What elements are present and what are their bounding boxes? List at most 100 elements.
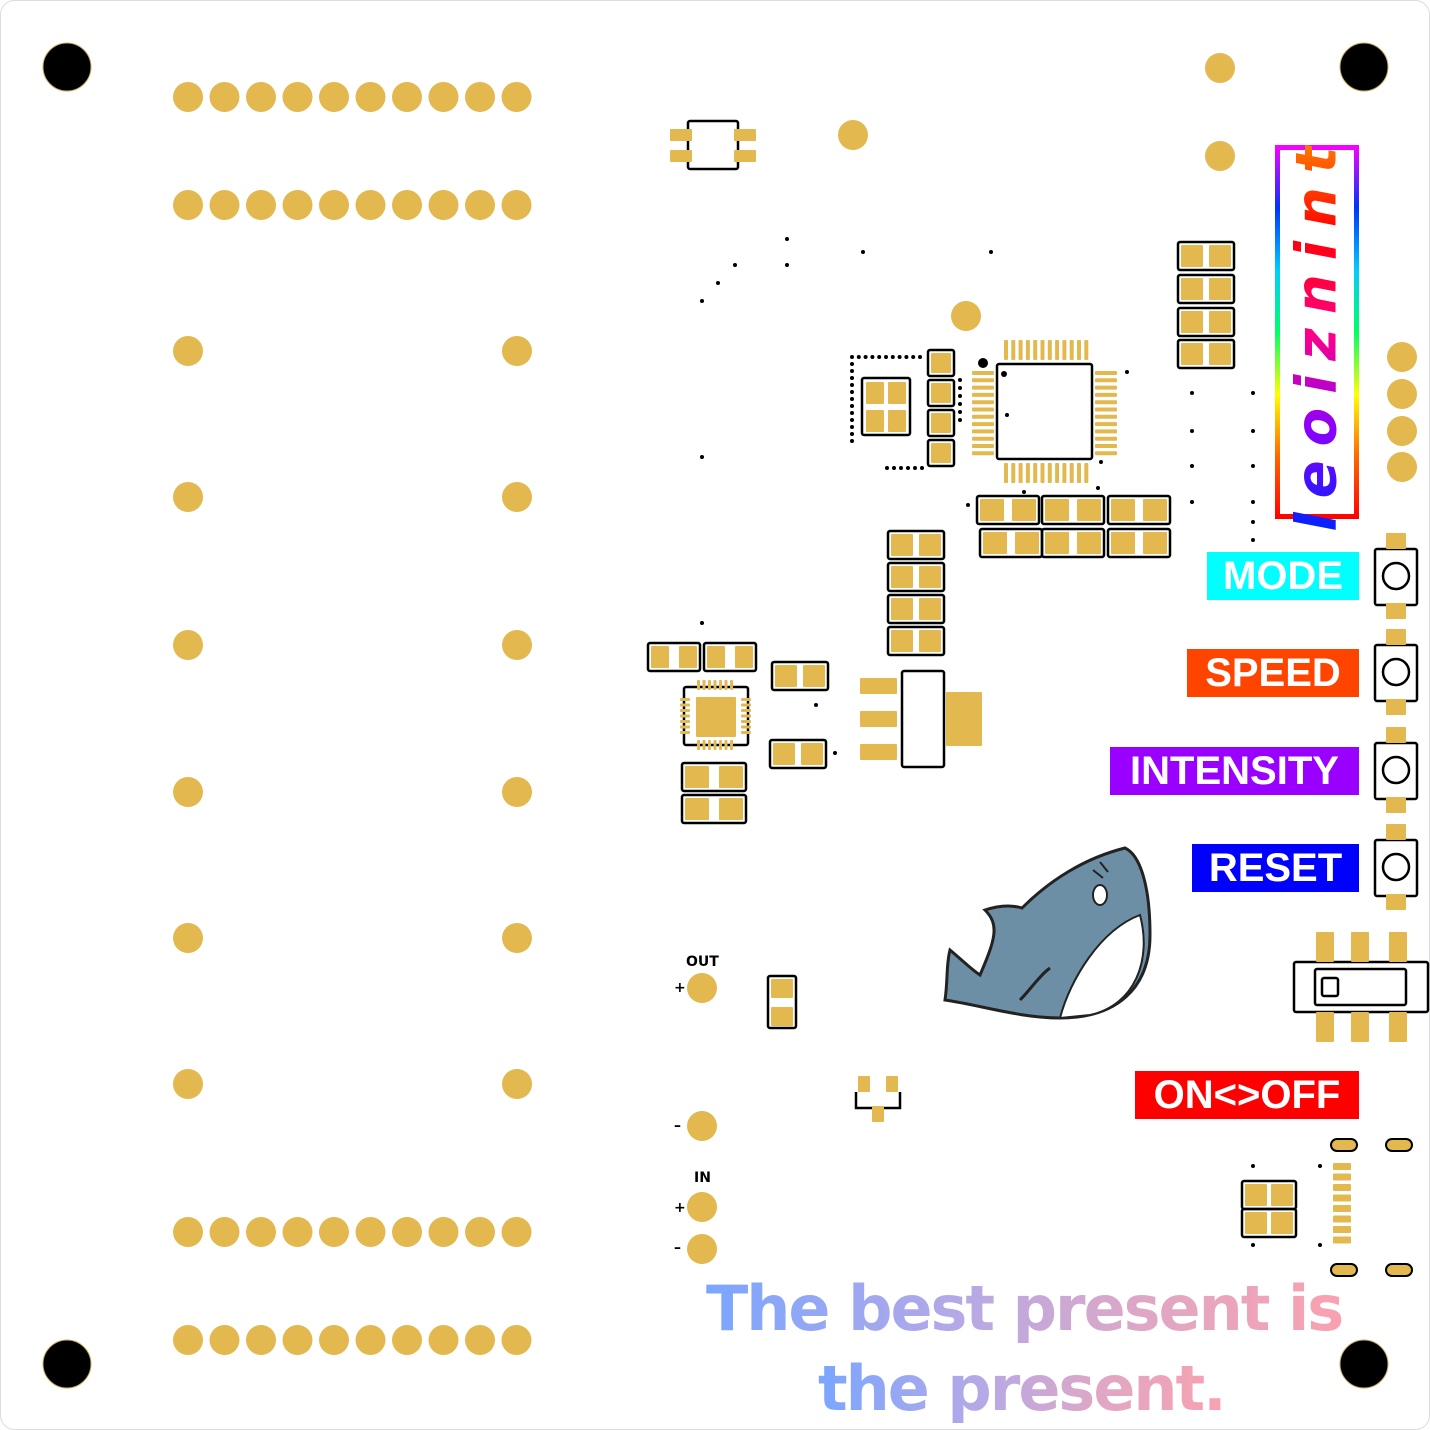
pad [209,1325,240,1355]
out-label: OUT [686,954,719,970]
smd-pad [891,598,913,620]
silk-outline [975,494,1041,526]
mcu-pin [1095,385,1117,390]
via [814,703,818,707]
via [1318,1164,1322,1168]
smd-pad [719,798,743,820]
usb-pin [1333,1215,1351,1223]
smd-pad [1111,499,1135,521]
mcu-pin [1084,463,1089,483]
qfn-pin [741,720,751,723]
silk-outline [1176,240,1236,272]
via [958,410,962,414]
via [700,621,704,625]
via [911,355,916,359]
silk-outline [1106,527,1172,559]
via [850,404,854,408]
pad [282,190,313,220]
via [850,439,854,443]
via [1251,520,1255,524]
via [856,355,861,359]
via [1318,1243,1322,1247]
pad [173,336,203,366]
via [958,418,962,422]
in-minus: – [674,1240,681,1256]
mcu-chip [972,340,1117,483]
mcu-pin [972,378,994,383]
via [850,383,854,387]
pad [951,301,981,331]
pad [173,482,203,512]
via [904,355,909,359]
usb-shell-pad [1385,1263,1413,1277]
usb-shell-pad [1385,1138,1413,1152]
silk-outline [886,593,946,625]
smd-pad [931,383,951,403]
mcu-pin [1033,463,1038,483]
pad [319,1325,349,1355]
via [1251,1243,1255,1247]
mcu-pin [972,407,994,412]
pad [355,1325,386,1355]
via [1190,429,1194,433]
mcu-pin [1004,463,1008,483]
pad [428,1325,459,1355]
pad [173,190,203,220]
smd-pad [860,678,897,694]
mcu-pin [972,400,994,405]
smd-pad [931,443,951,463]
smd-pad [1209,311,1231,333]
pad [209,1217,240,1247]
silk-outline [1240,1207,1298,1239]
mcu-pin [1040,340,1045,360]
via [1251,538,1255,542]
via [1022,490,1026,494]
mcu-pin [972,385,994,390]
via [920,466,924,470]
via [958,402,962,406]
pad [502,777,532,807]
silk-outline [680,793,748,825]
sot-outline [686,119,740,171]
via [1005,413,1009,417]
smd-pad [1351,1012,1369,1042]
via [785,237,789,241]
smd-pad [1386,629,1406,645]
mcu-pin [1077,463,1081,483]
via [1251,429,1255,433]
mcu-pin [1069,463,1074,483]
smd-pad [1386,699,1406,715]
silk-outline [926,348,956,378]
mcu-pin [972,414,994,419]
via [850,425,854,429]
via [716,281,720,285]
mcu-body [995,362,1094,461]
pad [1387,342,1417,372]
pad [501,1217,532,1247]
pad [1387,379,1417,409]
smd-pad [735,646,753,668]
pad [392,190,422,220]
silk-outline [1176,306,1236,338]
smd-pad [670,150,692,162]
mcu-pin [1095,451,1117,456]
qfn-pin [697,740,700,750]
pad [1387,452,1417,482]
mcu-pin [1047,340,1052,360]
pad [465,1217,495,1247]
via [700,455,704,459]
smd-pad [1209,245,1231,267]
smd-pad [1209,278,1231,300]
pad [428,1217,459,1247]
via [850,376,854,380]
qfn-pin [719,680,722,690]
smd-pad [1386,824,1406,840]
smd-pad [775,665,797,687]
mcu-pin [972,451,994,456]
pad [687,1234,717,1264]
smd-pad [860,711,897,727]
tactile-switch-footprints [1292,533,1430,1042]
smd-pad [803,665,825,687]
usb-pin [1333,1205,1351,1212]
usb-pin [1333,1163,1351,1170]
